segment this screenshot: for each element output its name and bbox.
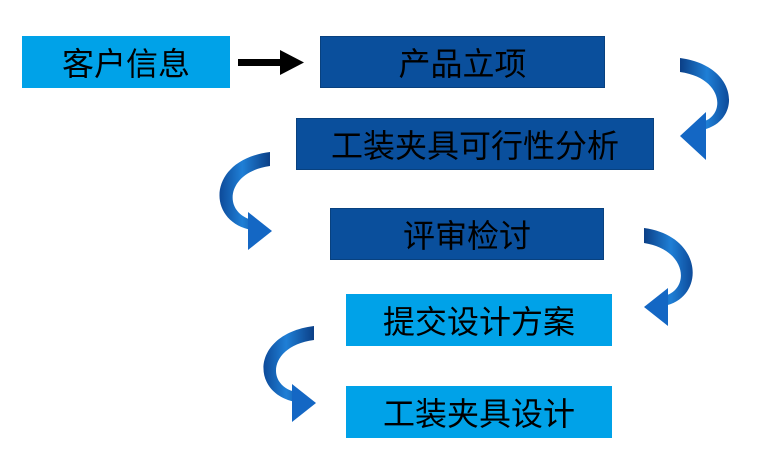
step-label: 评审检讨	[402, 217, 531, 255]
step-label: 工装夹具设计	[382, 395, 575, 433]
step-label: 工装夹具可行性分析	[330, 127, 619, 165]
curved-arrow-down-right-icon	[680, 58, 730, 160]
step-customer-info: 客户信息	[22, 36, 230, 88]
step-submit-design-plan: 提交设计方案	[346, 294, 612, 346]
step-product-project: 产品立项	[320, 36, 605, 88]
step-label: 产品立项	[398, 45, 527, 83]
curved-arrow-down-left-icon	[263, 326, 316, 422]
step-label: 提交设计方案	[382, 303, 575, 341]
step-review: 评审检讨	[330, 208, 604, 260]
step-label: 客户信息	[61, 45, 190, 83]
step-fixture-design: 工装夹具设计	[346, 386, 612, 438]
curved-arrow-down-left-icon	[219, 152, 272, 250]
step-feasibility-analysis: 工装夹具可行性分析	[296, 118, 654, 170]
right-arrow-icon	[238, 50, 304, 75]
curved-arrow-down-right-icon	[644, 228, 693, 326]
